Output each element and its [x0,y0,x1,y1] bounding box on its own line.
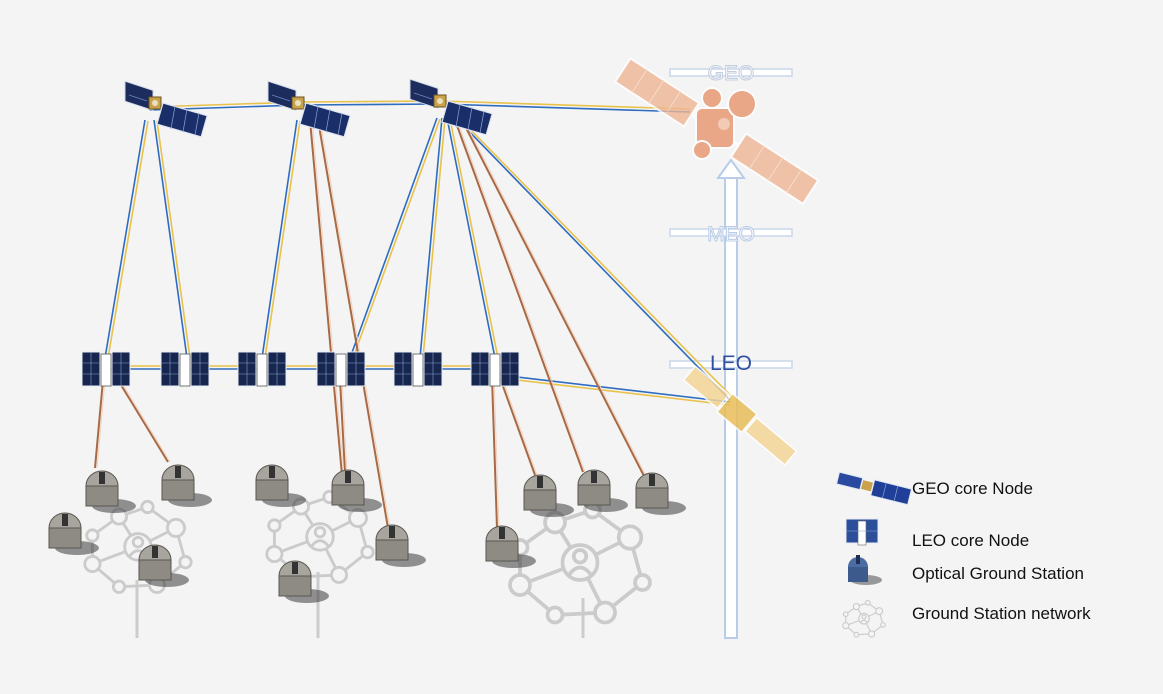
legend-gs-network-label: Ground Station network [912,604,1091,623]
legend-network-icon [842,599,886,638]
leo-core-node [316,351,366,387]
optical-ground-station [523,474,575,518]
legend-leo-core-label: LEO core Node [912,531,1030,550]
feeder-links-highlight [96,119,648,529]
legend-ogs-label: Optical Ground Station [912,564,1084,583]
leo-core-node [470,351,520,387]
network-stems [135,572,585,638]
geo-core-node [267,80,351,138]
leo-core-node [160,351,210,387]
optical-links [104,100,733,406]
legend-geo-core-label: GEO core Node [912,479,1033,498]
optical-ground-station [375,524,427,568]
legend-geo-icon [835,471,913,506]
leo-orbit-label: LEO [710,352,752,375]
optical-ground-station [278,560,330,604]
legend-ogs-icon [848,555,882,585]
optical-ground-station [331,469,383,513]
legend-leo-icon [845,518,879,546]
meo-orbit-label: MEO [707,223,755,246]
optical-ground-station [85,470,137,514]
leo-core-node [393,351,443,387]
optical-ground-station [635,472,687,516]
leo-core-node [81,351,131,387]
optical-ground-station [161,464,213,508]
feeder-links [94,119,646,529]
optical-ground-station [255,464,307,508]
leo-core-node [237,351,287,387]
leo-relay-satellite [682,365,798,466]
optical-ground-station [577,469,629,513]
geo-relay-satellite [613,56,820,206]
geo-orbit-label: GEO [708,62,755,85]
